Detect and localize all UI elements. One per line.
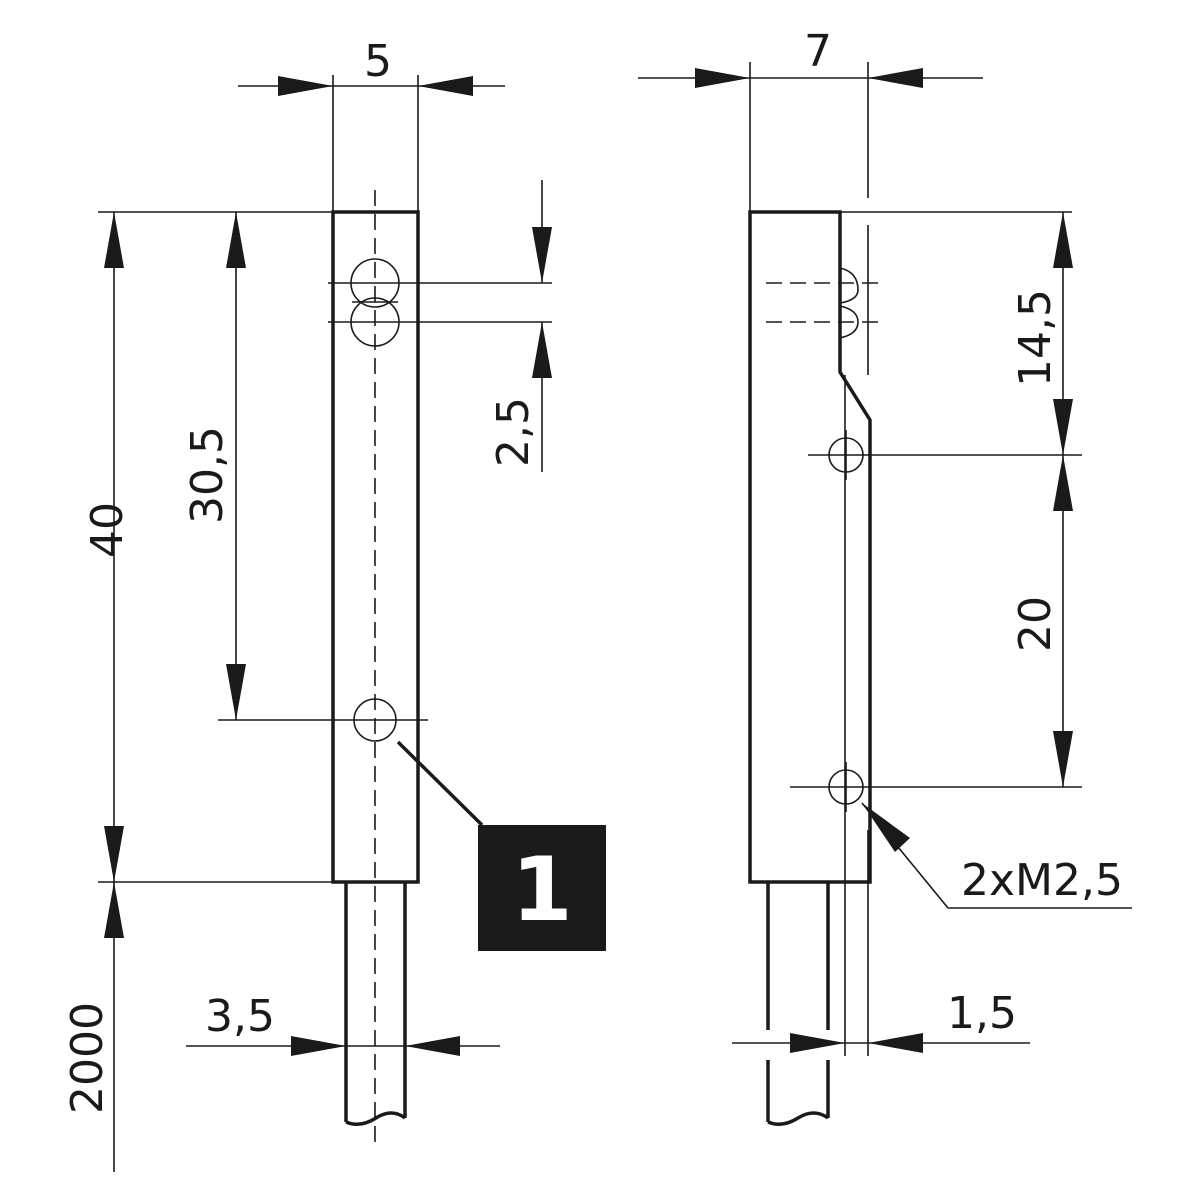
width-5-label: 5 — [364, 36, 392, 87]
sensor-body-front — [331, 210, 420, 884]
cable-3-5-label: 3,5 — [205, 991, 275, 1042]
dim-length-40: 40 — [82, 211, 333, 883]
dim-slot-2-5: 2,5 — [328, 180, 552, 472]
dim-width-5: 5 — [238, 36, 505, 212]
hole-30-5-label: 30,5 — [182, 426, 233, 524]
length-40-label: 40 — [82, 502, 133, 558]
side-view: 7 14,5 20 2xM2,5 1,5 — [638, 26, 1132, 1126]
hole-spacing-20-label: 20 — [1010, 596, 1061, 652]
top-to-hole-14-5-label: 14,5 — [1010, 289, 1061, 387]
cable-front — [344, 882, 407, 1126]
dim-hole-30-5: 30,5 — [182, 212, 246, 720]
dim-hole-spacing-20: 20 — [1010, 455, 1073, 787]
cable-side — [766, 830, 869, 1126]
dim-cable-2000: 2000 — [62, 882, 124, 1172]
callout-number: 1 — [511, 838, 572, 941]
dim-top-to-hole-14-5: 14,5 — [840, 211, 1073, 455]
width-7-label: 7 — [804, 26, 832, 77]
slot-2-5-label: 2,5 — [488, 397, 539, 467]
callout-box — [478, 825, 606, 951]
front-view: 5 40 30,5 2,5 — [62, 36, 606, 1172]
thread-callout: 2xM2,5 — [861, 802, 1132, 909]
dim-width-7: 7 — [638, 26, 983, 212]
dim-cable-3-5: 3,5 — [186, 991, 500, 1056]
thread-label: 2xM2,5 — [961, 855, 1123, 906]
cable-2000-label: 2000 — [62, 1002, 113, 1114]
dim-offset-1-5: 1,5 — [732, 988, 1030, 1053]
callout-1: 1 — [396, 740, 606, 951]
sensor-body-side — [748, 210, 872, 884]
offset-1-5-label: 1,5 — [947, 988, 1017, 1039]
